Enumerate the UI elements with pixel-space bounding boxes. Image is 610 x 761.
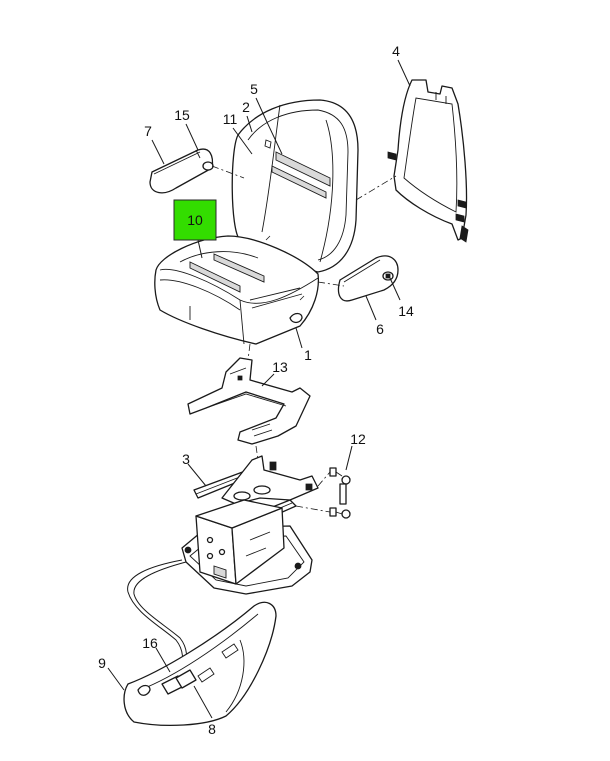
callout-16: 16 bbox=[142, 635, 158, 651]
callout-7: 7 bbox=[144, 123, 152, 139]
backrest-frame-part[interactable] bbox=[387, 79, 469, 243]
callout-10-highlight[interactable]: 10 bbox=[173, 199, 217, 241]
callout-1: 1 bbox=[304, 347, 312, 363]
callout-2: 2 bbox=[242, 99, 250, 115]
seat-back-part[interactable] bbox=[231, 99, 359, 273]
armrest-right-part[interactable] bbox=[337, 255, 399, 302]
callout-10: 10 bbox=[187, 212, 203, 228]
callout-leaders bbox=[107, 59, 411, 719]
callout-4: 4 bbox=[392, 43, 400, 59]
callout-6: 6 bbox=[376, 321, 384, 337]
callout-9: 9 bbox=[98, 655, 106, 671]
armrest-left-part[interactable] bbox=[149, 148, 214, 194]
callout-13: 13 bbox=[272, 359, 288, 375]
callout-8: 8 bbox=[208, 721, 216, 737]
callout-12: 12 bbox=[350, 431, 366, 447]
cushion-pan-part[interactable] bbox=[187, 357, 311, 445]
callout-15: 15 bbox=[174, 107, 190, 123]
hardware-fasteners-part[interactable] bbox=[329, 467, 351, 519]
seat-cushion-part[interactable] bbox=[154, 235, 320, 345]
callout-5: 5 bbox=[250, 81, 258, 97]
callout-3: 3 bbox=[182, 451, 190, 467]
seat-base-riser-part[interactable] bbox=[181, 499, 313, 595]
control-cable bbox=[127, 559, 188, 673]
callout-11: 11 bbox=[223, 111, 238, 127]
callout-14: 14 bbox=[398, 303, 414, 319]
assembly-centerlines bbox=[211, 165, 397, 513]
side-shield-part[interactable] bbox=[123, 601, 277, 727]
callout-labels: 4 5 2 11 15 7 1 6 14 13 12 3 16 9 8 bbox=[98, 43, 414, 737]
